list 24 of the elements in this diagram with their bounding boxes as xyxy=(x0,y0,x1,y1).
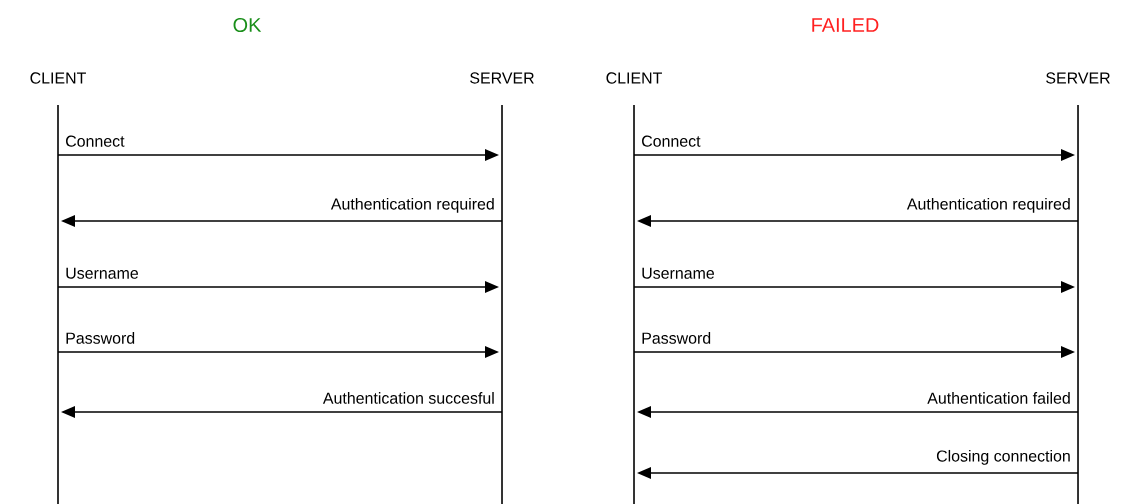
edge-label: Password xyxy=(642,332,711,344)
edge-label: Username xyxy=(66,267,138,279)
edge-label: Authentication succesful xyxy=(322,392,494,404)
arrow xyxy=(61,215,503,227)
edge-label: Authentication failed xyxy=(927,392,1070,404)
arrow xyxy=(633,149,1075,161)
arrow xyxy=(637,215,1079,227)
edge-label: Closing connection xyxy=(936,449,1070,465)
edge-label: Password xyxy=(66,332,135,344)
panel-title: FAILED xyxy=(812,18,879,32)
edge-label: Connect xyxy=(642,135,701,147)
arrow xyxy=(633,346,1075,358)
arrow xyxy=(637,406,1079,418)
edge-label: Connect xyxy=(66,135,125,147)
arrow xyxy=(637,467,1079,479)
arrow xyxy=(57,149,499,161)
panel-title: OK xyxy=(233,17,262,33)
arrow xyxy=(57,346,499,358)
arrow xyxy=(61,406,503,418)
arrow xyxy=(633,281,1075,293)
arrow xyxy=(57,281,499,293)
edge-label: Authentication required xyxy=(330,197,494,213)
edge-label: Authentication required xyxy=(906,197,1070,213)
edge-label: Username xyxy=(642,267,714,279)
